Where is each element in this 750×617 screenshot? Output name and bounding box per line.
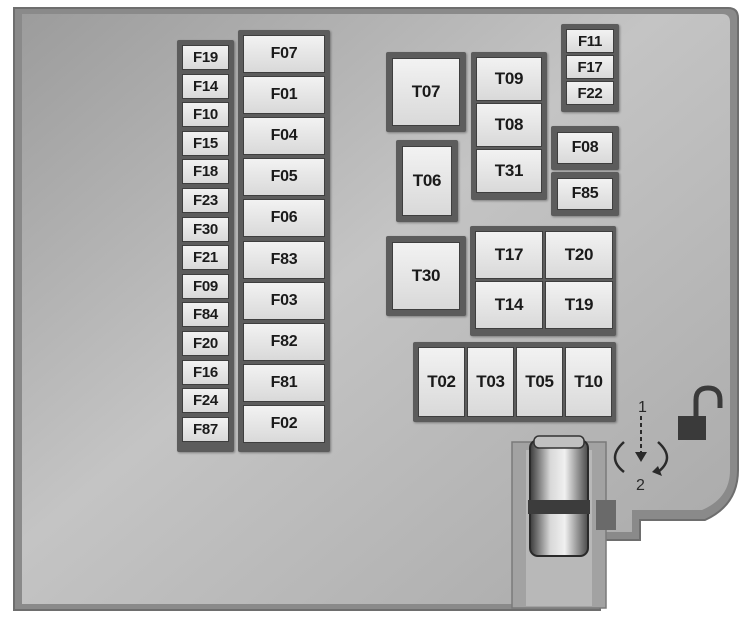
fuse-f18[interactable]: F18 <box>182 159 229 184</box>
relay-t19[interactable]: T19 <box>545 281 613 329</box>
fuse-f24[interactable]: F24 <box>182 388 229 413</box>
fuse-f82[interactable]: F82 <box>243 323 325 361</box>
relay-t03[interactable]: T03 <box>467 347 514 417</box>
relay-t20[interactable]: T20 <box>545 231 613 279</box>
relay-t30[interactable]: T30 <box>392 242 460 310</box>
fuse-f21[interactable]: F21 <box>182 245 229 270</box>
relay-t10[interactable]: T10 <box>565 347 612 417</box>
relay-t14[interactable]: T14 <box>475 281 543 329</box>
relay-t09[interactable]: T09 <box>476 57 542 101</box>
fuse-f23[interactable]: F23 <box>182 188 229 213</box>
fuse-f03[interactable]: F03 <box>243 282 325 320</box>
fuse-f04[interactable]: F04 <box>243 117 325 155</box>
unlock-icon: 1 2 <box>613 385 723 494</box>
step-2-label: 2 <box>636 477 645 494</box>
relay-t06[interactable]: T06 <box>402 146 452 216</box>
fuse-f08[interactable]: F08 <box>557 132 613 164</box>
fuse-f19[interactable]: F19 <box>182 45 229 70</box>
fuse-f83[interactable]: F83 <box>243 241 325 279</box>
fuse-f85[interactable]: F85 <box>557 178 613 210</box>
fuse-f11[interactable]: F11 <box>566 29 614 53</box>
fuse-f14[interactable]: F14 <box>182 74 229 99</box>
relay-t07[interactable]: T07 <box>392 58 460 126</box>
relay-t08[interactable]: T08 <box>476 103 542 147</box>
fuse-f81[interactable]: F81 <box>243 364 325 402</box>
fuse-f87[interactable]: F87 <box>182 417 229 442</box>
fuse-f30[interactable]: F30 <box>182 217 229 242</box>
fuse-f17[interactable]: F17 <box>566 55 614 79</box>
relay-t05[interactable]: T05 <box>516 347 563 417</box>
fuse-f01[interactable]: F01 <box>243 76 325 114</box>
relay-t17[interactable]: T17 <box>475 231 543 279</box>
fuse-f16[interactable]: F16 <box>182 360 229 385</box>
fuse-f07[interactable]: F07 <box>243 35 325 73</box>
relay-t31[interactable]: T31 <box>476 149 542 193</box>
relay-t02[interactable]: T02 <box>418 347 465 417</box>
step-1-label: 1 <box>638 399 647 416</box>
fuse-f05[interactable]: F05 <box>243 158 325 196</box>
fuse-f22[interactable]: F22 <box>566 81 614 105</box>
fuse-f09[interactable]: F09 <box>182 274 229 299</box>
fuse-f10[interactable]: F10 <box>182 102 229 127</box>
fuse-f06[interactable]: F06 <box>243 199 325 237</box>
fuse-f02[interactable]: F02 <box>243 405 325 443</box>
fuse-f20[interactable]: F20 <box>182 331 229 356</box>
fuse-f15[interactable]: F15 <box>182 131 229 156</box>
fuse-f84[interactable]: F84 <box>182 302 229 327</box>
